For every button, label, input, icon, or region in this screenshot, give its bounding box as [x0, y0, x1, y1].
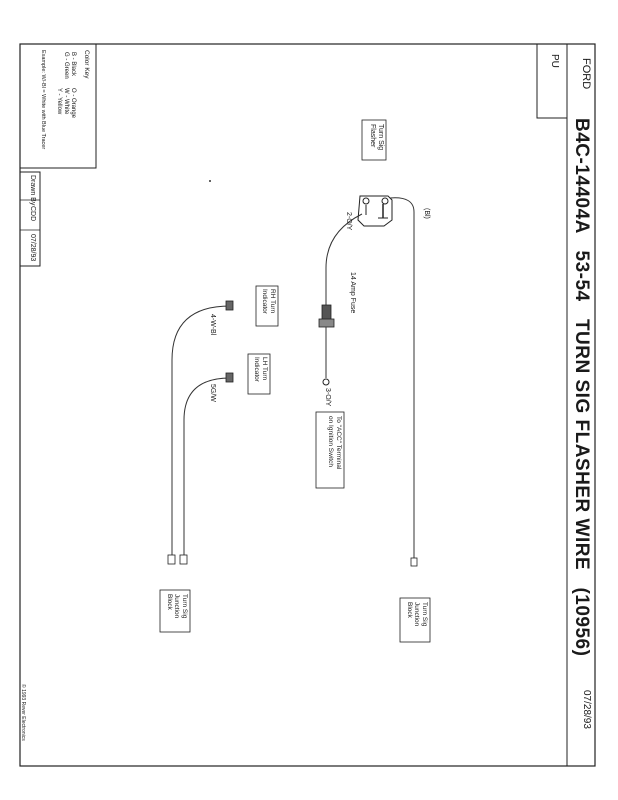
wire-label-5gw: 5G/W [209, 384, 216, 402]
wire-2-oy [325, 213, 363, 305]
flasher-label-box [361, 119, 387, 161]
legend-col1: B - Black G - Green [62, 52, 76, 79]
connector-lh [225, 372, 234, 383]
legend-item: B - Black [70, 52, 76, 77]
drawn-by-value: CDD [29, 206, 36, 222]
wire-label-4wbl: 4-W-Bl [209, 314, 216, 336]
bottom-junction-label: Turn Sig Junction Block [166, 594, 188, 619]
model-box [536, 43, 568, 119]
fuse-label: 14 Amp Fuse [349, 272, 356, 314]
lh-indicator-box [247, 353, 271, 395]
wire-bl [389, 197, 415, 560]
ignition-label: To "ACC" Terminal on Ignition Switch [327, 416, 343, 470]
top-junction-label: Turn Sig Junction Block [406, 602, 428, 627]
legend-heading: Color Key [83, 50, 90, 79]
flasher-terminal-2 [362, 197, 370, 205]
ignition-label-box [315, 411, 345, 489]
model-label: PU [549, 54, 560, 68]
legend-item: G - Green [63, 52, 69, 79]
copyright: © 1993 Rever Electronics [20, 684, 26, 741]
rh-indicator-box [255, 285, 279, 327]
top-junction-box [399, 597, 431, 643]
drawn-date: 07/28/93 [29, 234, 36, 262]
wire-4-wbl [171, 305, 231, 555]
legend-box [19, 43, 97, 169]
connector-bl [410, 557, 418, 567]
legend-item: O - Orange [70, 88, 76, 119]
flasher-terminal-1 [381, 197, 389, 205]
legend-example: Example: W/-Bl = White with Blue Tracer [40, 50, 46, 150]
drawn-by-label: Drawn By [29, 175, 36, 206]
wire-label-bl: (Bl) [423, 208, 430, 219]
outer-frame [19, 43, 596, 767]
connector-rh [225, 300, 234, 311]
wire-label-3oy: 3-O/Y [324, 388, 331, 407]
make-label: FORD [580, 58, 592, 90]
wire-label-2oy: 2-O/Y [345, 212, 352, 231]
rh-indicator-label: RH Turn Indicator [261, 289, 277, 314]
connector-rh-junction [167, 554, 176, 565]
lh-indicator-label: LH Turn Indicator [253, 357, 269, 382]
legend-item: W - White [63, 88, 69, 115]
wire-5-gw [183, 377, 231, 555]
page-title: B4C-14404A 53-54 TURN SIG FLASHER WIRE (… [571, 118, 592, 657]
bottom-junction-box [159, 589, 191, 633]
ignition-ring-terminal [322, 378, 330, 386]
legend-col2: O - Orange W - White Y - Yellow [55, 88, 76, 118]
fuse-cap [318, 318, 335, 328]
drawn-by-box [19, 171, 41, 267]
connector-lh-junction [179, 554, 188, 565]
flasher-label: Turn Sig Flasher [369, 124, 384, 151]
header-date: 07/28/93 [581, 690, 592, 729]
legend-item: Y - Yellow [56, 88, 62, 115]
